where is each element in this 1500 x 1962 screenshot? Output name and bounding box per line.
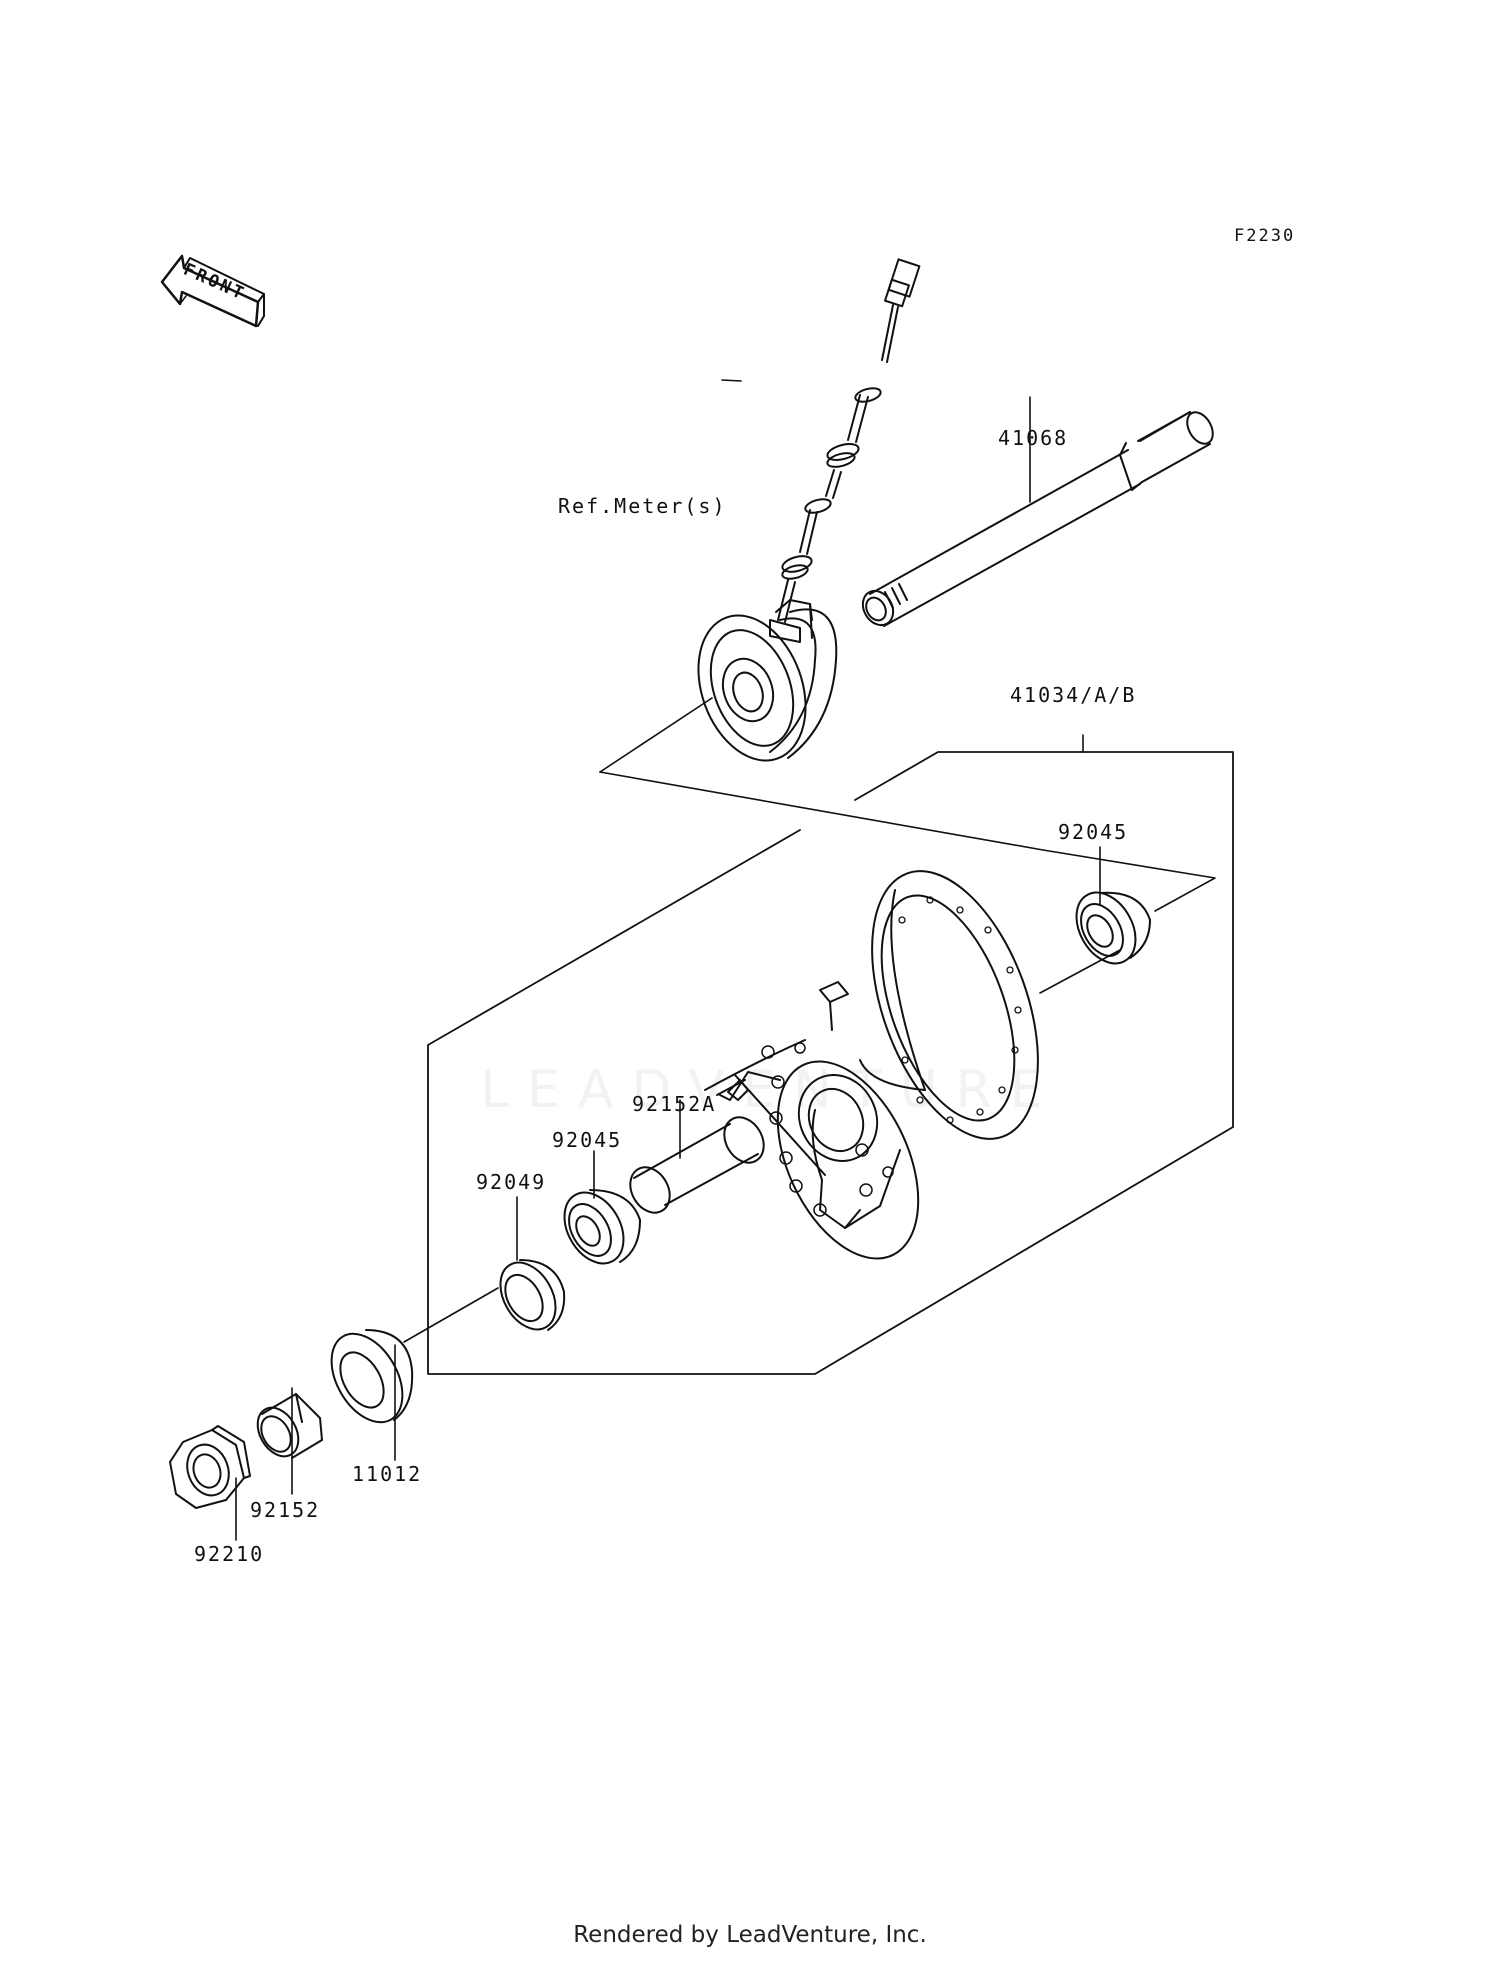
bearing-right bbox=[1075, 891, 1151, 965]
label-collar-left: 92152 bbox=[250, 1498, 321, 1522]
label-nut: 92210 bbox=[194, 1542, 265, 1566]
front-axle bbox=[861, 411, 1214, 627]
collar-left bbox=[256, 1393, 323, 1459]
bearing-left bbox=[563, 1189, 641, 1265]
wheel-hub bbox=[704, 870, 1039, 1260]
label-bearing-left: 92045 bbox=[552, 1128, 623, 1152]
watermark-text: LEADVENTURE bbox=[480, 1060, 1061, 1120]
label-hub-assy: 41034/A/B bbox=[1010, 683, 1137, 707]
label-plate: 11012 bbox=[352, 1462, 423, 1486]
collar-center bbox=[629, 1116, 765, 1214]
speed-sensor-housing bbox=[697, 599, 838, 762]
plate bbox=[330, 1329, 414, 1424]
hub-assembly-bracket bbox=[427, 751, 1234, 1375]
speed-sensor-harness bbox=[769, 258, 921, 643]
diagram-code: F2230 bbox=[1234, 226, 1296, 246]
label-axle: 41068 bbox=[998, 426, 1069, 450]
label-collar-center: 92152A bbox=[632, 1092, 717, 1116]
label-seal: 92049 bbox=[476, 1170, 547, 1194]
leader-lines bbox=[235, 379, 1216, 1541]
label-ref-meter: Ref.Meter(s) bbox=[558, 494, 727, 518]
footer-credit: Rendered by LeadVenture, Inc. bbox=[573, 1922, 927, 1948]
oil-seal bbox=[499, 1259, 566, 1331]
front-arrow-text: FRONT bbox=[180, 260, 249, 305]
front-arrow-icon: FRONT bbox=[160, 254, 265, 328]
label-bearing-right: 92045 bbox=[1058, 820, 1129, 844]
axle-nut bbox=[169, 1425, 251, 1509]
